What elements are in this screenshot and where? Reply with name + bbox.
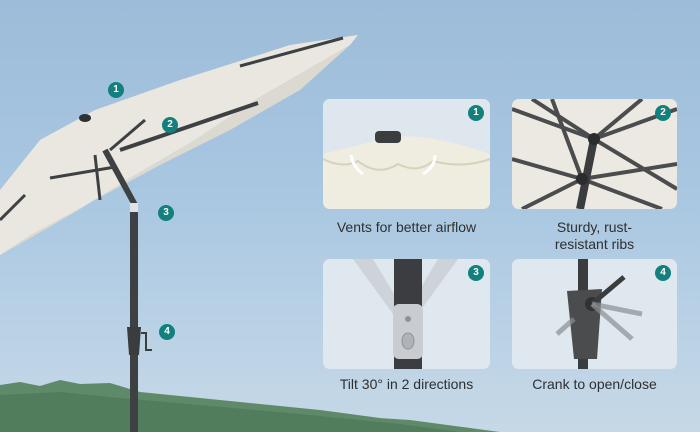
callout-badge-4: 4 bbox=[159, 324, 175, 340]
ribs-image bbox=[512, 99, 677, 209]
callout-badge-3: 3 bbox=[158, 205, 174, 221]
feature-card-vents: 1 bbox=[323, 99, 490, 209]
caption-ribs: Sturdy, rust- resistant ribs bbox=[507, 219, 682, 253]
callout-badge-2: 2 bbox=[162, 117, 178, 133]
callout-badge-1: 1 bbox=[108, 82, 124, 98]
caption-tilt: Tilt 30° in 2 directions bbox=[339, 376, 474, 392]
crank-image bbox=[512, 259, 677, 369]
feature-card-crank: 4 bbox=[512, 259, 677, 369]
tilt-image bbox=[323, 259, 490, 369]
card-badge-3: 3 bbox=[468, 265, 484, 281]
feature-card-tilt: 3 bbox=[323, 259, 490, 369]
caption-vents: Vents for better airflow bbox=[336, 219, 477, 235]
vents-image bbox=[323, 99, 490, 209]
card-badge-2: 2 bbox=[655, 105, 671, 121]
caption-ribs-line2: resistant ribs bbox=[554, 236, 635, 252]
card-badge-4: 4 bbox=[655, 265, 671, 281]
card-badge-1: 1 bbox=[468, 105, 484, 121]
caption-crank: Crank to open/close bbox=[532, 376, 657, 392]
caption-ribs-line1: Sturdy, rust- bbox=[556, 219, 633, 235]
feature-card-ribs: 2 bbox=[512, 99, 677, 209]
